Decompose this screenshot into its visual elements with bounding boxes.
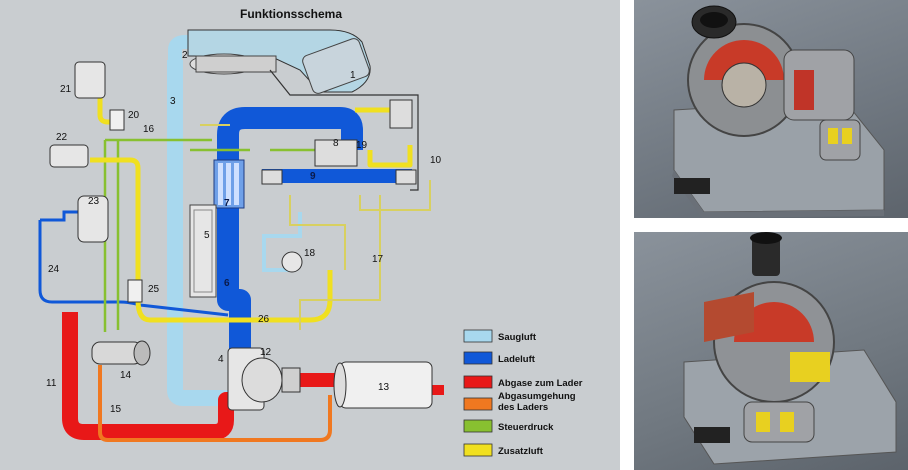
function-schematic: Funktionsschema [38, 7, 583, 457]
label-8: 8 [333, 138, 339, 149]
legend-swatch [463, 419, 493, 433]
label-2: 2 [182, 50, 188, 61]
turbocharger [227, 347, 301, 411]
legend-swatch [463, 397, 493, 411]
label-12: 12 [260, 347, 272, 358]
label-16: 16 [143, 124, 155, 135]
legend-label: Abgasumgehung [498, 391, 576, 402]
label-17: 17 [372, 254, 384, 265]
wastegate [91, 340, 151, 366]
label-26: 26 [258, 314, 270, 325]
label-11: 11 [46, 378, 57, 389]
label-18: 18 [304, 248, 316, 259]
label-5: 5 [204, 230, 210, 241]
turbocharger-photo-top [634, 0, 908, 218]
legend-swatch [463, 375, 493, 389]
throttle-housing [189, 204, 217, 298]
label-22: 22 [56, 132, 68, 143]
label-23: 23 [88, 196, 100, 207]
label-21: 21 [60, 84, 72, 95]
auxiliary-thin-lines [200, 124, 431, 330]
intake-air-lines [167, 35, 302, 406]
function-schematic-panel: Funktionsschema [0, 0, 620, 470]
label-20: 20 [128, 110, 140, 121]
legend-swatch [463, 443, 493, 457]
exhaust-bypass-lines [98, 365, 332, 442]
legend-item-exhaust-bypass: Abgasumgehung des Laders [463, 391, 576, 413]
label-10: 10 [430, 155, 442, 166]
component-labels: 1 2 3 4 5 6 7 8 9 10 11 12 13 14 15 16 1… [46, 50, 442, 415]
turbocharger-photo-bottom [634, 232, 908, 470]
label-19: 19 [356, 140, 368, 151]
control-wire [269, 69, 419, 191]
legend-swatch [463, 329, 493, 343]
legend-label: Steuerdruck [498, 422, 554, 433]
legend-item-exhaust-to-charger: Abgase zum Lader [463, 375, 583, 389]
legend-label: Abgase zum Lader [498, 378, 583, 389]
legend-item-auxiliary-air: Zusatzluft [463, 443, 544, 457]
legend-item-intake-air: Saugluft [463, 329, 537, 343]
legend-item-charge-air: Ladeluft [463, 351, 536, 365]
label-13: 13 [378, 382, 390, 393]
left-components [49, 61, 303, 303]
legend-item-control-pressure: Steuerdruck [463, 419, 554, 433]
label-9: 9 [310, 171, 316, 182]
legend: Saugluft Ladeluft Abgase zum Lader Abgas… [463, 329, 583, 457]
legend-label: Zusatzluft [498, 446, 544, 457]
diagram-title: Funktionsschema [240, 7, 342, 21]
label-25: 25 [148, 284, 160, 295]
legend-swatch [463, 351, 493, 365]
label-24: 24 [48, 264, 60, 275]
label-7: 7 [224, 198, 230, 209]
label-15: 15 [110, 404, 122, 415]
muffler [333, 361, 433, 409]
label-1: 1 [350, 70, 356, 81]
legend-label: Ladeluft [498, 354, 536, 365]
label-3: 3 [170, 96, 176, 107]
label-4: 4 [218, 354, 224, 365]
label-6: 6 [224, 278, 230, 289]
legend-label: Saugluft [498, 332, 537, 343]
air-filter [187, 29, 371, 94]
control-valve-unit [261, 99, 417, 185]
intercooler [213, 159, 245, 209]
label-14: 14 [120, 370, 132, 381]
legend-label-line2: des Laders [498, 402, 548, 413]
